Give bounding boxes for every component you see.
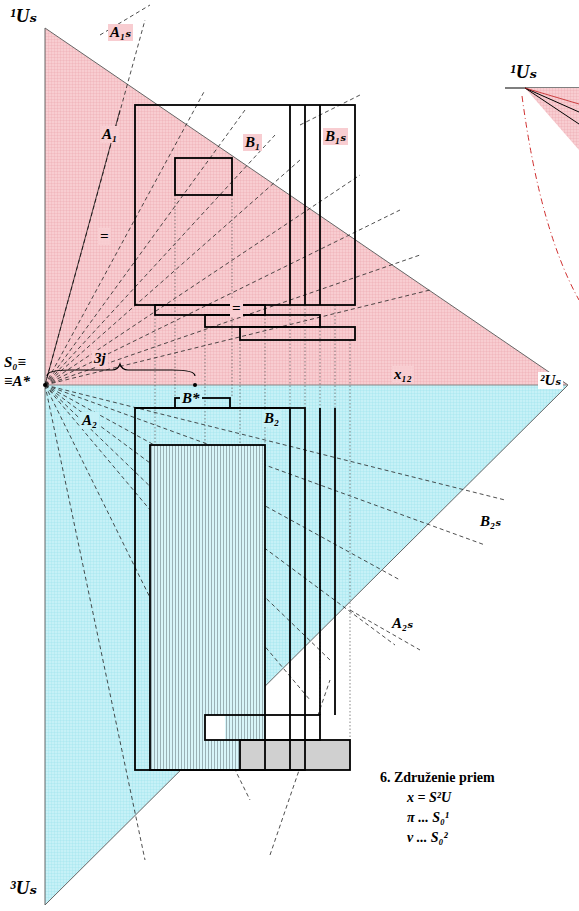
point-label: ≡A*: [2, 373, 32, 390]
point-label: B₂: [262, 410, 281, 427]
caption-note: π ... S₀¹: [405, 810, 451, 825]
view-label: ²Uₛ: [538, 372, 563, 389]
point-label: A₂: [80, 412, 99, 429]
caption-note: ν ... S₀²: [405, 830, 450, 845]
point-label: B*: [180, 390, 202, 407]
point-label: A₁ₛ: [108, 24, 133, 41]
point-label: B₂ₛ: [478, 513, 503, 530]
view-label: ¹Uₛ: [508, 62, 539, 83]
caption-note: 6. Združenie priem: [378, 770, 497, 785]
point-label: B₁ₛ: [323, 128, 348, 145]
view-label: ³Uₛ: [8, 878, 39, 899]
equal-mark: =: [230, 300, 243, 317]
equal-mark: =: [98, 228, 111, 245]
view-label: ¹Uₛ: [8, 6, 39, 27]
point-label: A₁: [100, 126, 119, 143]
point-label: S₀≡: [2, 354, 28, 371]
point-label: B₁: [243, 134, 262, 151]
caption-note: x = S²U: [405, 790, 453, 805]
point-label: A₂ₛ: [390, 615, 415, 632]
dimension-label: 3j: [92, 350, 108, 367]
axis-label: x₁₂: [392, 366, 414, 383]
